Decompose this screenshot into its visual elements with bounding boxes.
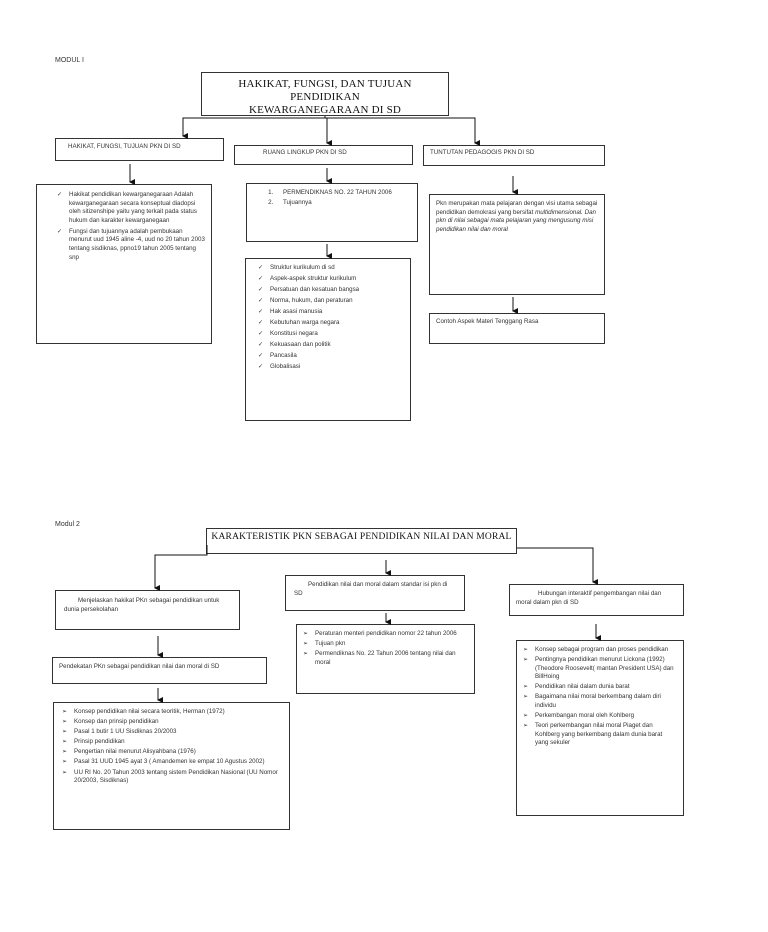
modul1-col2-numbered-box: PERMENDIKNAS NO. 22 TAHUN 2006Tujuannya xyxy=(246,183,418,242)
list-item: Pengertian nilai menurut Alisyahbana (19… xyxy=(62,748,283,757)
list-item: Konstitusi negara xyxy=(258,330,404,339)
list-item: Kebutuhan warga negara xyxy=(258,319,404,328)
modul1-label: MODUL I xyxy=(55,57,84,64)
modul1-col1-header-text: HAKIKAT, FUNGSI, TUJUAN PKN DI SD xyxy=(68,143,181,150)
list-item: Teori perkembangan nilai moral Piaget da… xyxy=(523,722,677,748)
modul1-col3-bottom-text: Contoh Aspek Materi Tenggang Rasa xyxy=(436,318,539,325)
modul1-col1-header: HAKIKAT, FUNGSI, TUJUAN PKN DI SD xyxy=(55,138,224,161)
numbered-item: Tujuannya xyxy=(275,199,417,208)
list-item: Struktur kurikulum di sd xyxy=(258,264,404,273)
list-item: Tujuan pkn xyxy=(303,640,468,649)
list-item: Hak asasi manusia xyxy=(258,308,404,317)
modul1-col3-text-italic2: . Dan pkn di nilai sebagai mata pelajara… xyxy=(436,208,596,233)
list-item: Konsep pendidikan nilai secara teoritik,… xyxy=(62,708,283,717)
modul2-left-box2: Pendekatan PKn sebagai pendidikan nilai … xyxy=(52,657,267,684)
modul1-title-line2: KEWARGANEGARAAN DI SD xyxy=(248,104,402,116)
list-item: Konsep dan prinsip pendidikan xyxy=(62,718,283,727)
modul2-left-box2-text: Pendekatan PKn sebagai pendidikan nilai … xyxy=(59,663,220,670)
modul1-col3-text-box: Pkn merupakan mata pelajaran dengan visi… xyxy=(429,194,605,295)
list-item: Perkembangan moral oleh Kohlberg xyxy=(523,712,677,721)
modul1-col3-text-italic1: multidimensional xyxy=(535,208,582,216)
list-item: Bagaimana nilai moral berkembang dalam d… xyxy=(523,693,677,710)
modul1-col2-numbered-list: PERMENDIKNAS NO. 22 TAHUN 2006Tujuannya xyxy=(247,189,417,207)
modul1-col1-list: Hakikat pendidikan kewarganegaraan Adala… xyxy=(57,191,205,262)
modul1-title-line1: HAKIKAT, FUNGSI, DAN TUJUAN PENDIDIKAN xyxy=(238,78,412,103)
list-item: Pendidikan nilai dalam dunia barat xyxy=(523,683,677,692)
list-item: Konsep sebagai program dan proses pendid… xyxy=(523,646,677,655)
modul2-left-box1: Menjelaskan hakikat PKn sebagai pendidik… xyxy=(55,590,240,630)
modul2-middle-box1: Pendidikan nilai dan moral dalam standar… xyxy=(285,575,465,611)
modul1-col3-bottom-box: Contoh Aspek Materi Tenggang Rasa xyxy=(429,313,605,344)
list-item: Persatuan dan kesatuan bangsa xyxy=(258,286,404,295)
list-item: Kekuasaan dan politik xyxy=(258,341,404,350)
modul2-right-list-box: Konsep sebagai program dan proses pendid… xyxy=(516,640,684,816)
modul1-col3-text: Pkn merupakan mata pelajaran dengan visi… xyxy=(436,200,598,216)
list-item: Prinsip pendidikan xyxy=(62,738,283,747)
modul1-col2-header: RUANG LINGKUP PKN DI SD xyxy=(234,145,413,165)
modul2-left-box1-text: Menjelaskan hakikat PKn sebagai pendidik… xyxy=(64,597,220,613)
modul1-col2-list: Struktur kurikulum di sd Aspek-aspek stru… xyxy=(258,264,404,371)
list-item: Aspek-aspek struktur kurikulum xyxy=(258,275,404,284)
list-item: Peraturan menteri pendidikan nomor 22 ta… xyxy=(303,630,468,639)
list-item: Pasal 31 UUD 1945 ayat 3 ( Amandemen ke … xyxy=(62,758,283,767)
modul1-col3-header-text: TUNTUTAN PEDAGOGIS PKN DI SD xyxy=(430,149,535,156)
modul2-right-box1-text: Hubungan interaktif pengembangan nilai d… xyxy=(516,590,662,606)
list-item: Permendiknas No. 22 Tahun 2006 tentang n… xyxy=(303,650,468,667)
m1-branch xyxy=(182,117,476,130)
modul2-middle-list: Peraturan menteri pendidikan nomor 22 ta… xyxy=(303,630,468,667)
modul2-middle-list-box: Peraturan menteri pendidikan nomor 22 ta… xyxy=(296,624,475,694)
list-item: Hakikat pendidikan kewarganegaraan Adala… xyxy=(57,191,205,225)
modul2-left-list: Konsep pendidikan nilai secara teoritik,… xyxy=(62,708,283,786)
modul1-col3-header: TUNTUTAN PEDAGOGIS PKN DI SD xyxy=(423,145,605,166)
modul1-col2-header-text: RUANG LINGKUP PKN DI SD xyxy=(263,149,347,156)
modul2-right-box1: Hubungan interaktif pengembangan nilai d… xyxy=(509,584,684,616)
modul1-col2-list-box: Struktur kurikulum di sd Aspek-aspek stru… xyxy=(245,258,411,421)
list-item: Pancasila xyxy=(258,352,404,361)
modul2-title-box: KARAKTERISTIK PKN SEBAGAI PENDIDIKAN NIL… xyxy=(206,528,517,554)
modul2-label: Modul 2 xyxy=(55,521,80,528)
list-item: Fungsi dan tujuannya adalah pembukaan me… xyxy=(57,228,205,262)
modul1-col1-list-box: Hakikat pendidikan kewarganegaraan Adala… xyxy=(36,184,212,344)
list-item: Globalisasi xyxy=(258,363,404,372)
modul1-title-box: HAKIKAT, FUNGSI, DAN TUJUAN PENDIDIKAN K… xyxy=(201,72,449,116)
list-item: Norma, hukum, dan peraturan xyxy=(258,297,404,306)
list-item: UU RI No. 20 Tahun 2003 tentang sistem P… xyxy=(62,769,283,786)
modul2-title: KARAKTERISTIK PKN SEBAGAI PENDIDIKAN NIL… xyxy=(211,532,512,542)
modul2-left-list-box: Konsep pendidikan nilai secara teoritik,… xyxy=(53,702,290,830)
modul2-middle-box1-text: Pendidikan nilai dan moral dalam standar… xyxy=(294,581,448,597)
m2-branch xyxy=(154,545,208,570)
list-item: Pentingnya pendidikan menurut Lickona (1… xyxy=(523,656,677,682)
modul2-right-list: Konsep sebagai program dan proses pendid… xyxy=(523,646,677,748)
list-item: Pasal 1 butir 1 UU Sisdiknas 20/2003 xyxy=(62,728,283,737)
m2-right-branch xyxy=(517,547,594,565)
numbered-item: PERMENDIKNAS NO. 22 TAHUN 2006 xyxy=(275,189,417,198)
